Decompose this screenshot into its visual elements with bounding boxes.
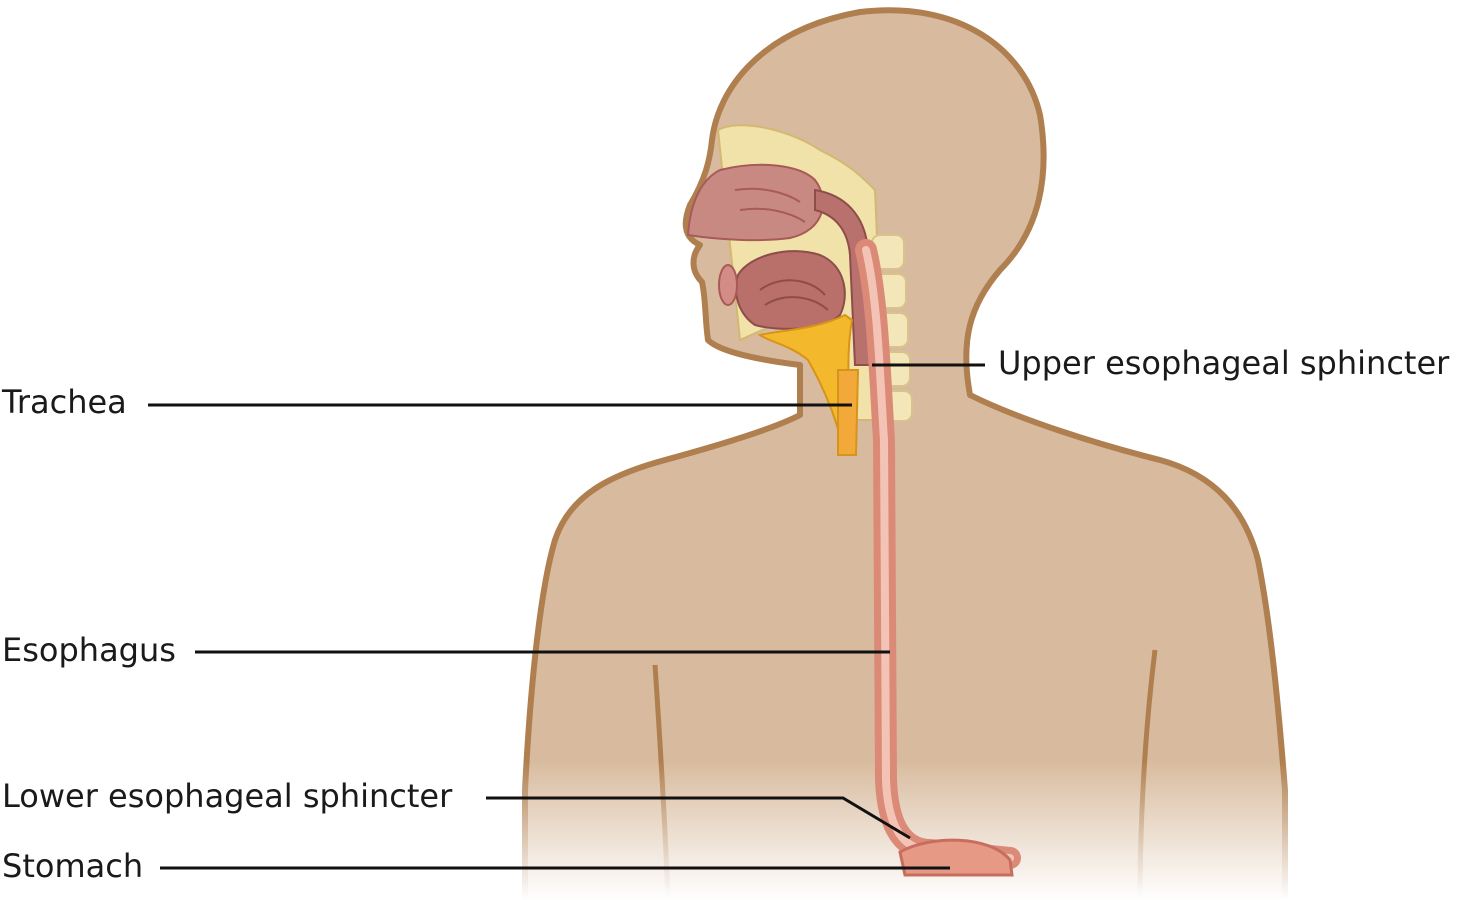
pharynx	[814, 188, 872, 366]
nasal-cavity	[686, 163, 824, 242]
tongue	[735, 250, 846, 330]
lower-sphincter-leader	[486, 796, 911, 840]
label-stomach: Stomach	[2, 847, 143, 885]
lips	[718, 264, 738, 306]
trachea	[837, 369, 860, 456]
esophagus-lumen	[862, 246, 1014, 862]
stomach-shape	[898, 838, 1014, 877]
label-upper-esophageal-sphincter: Upper esophageal sphincter	[998, 344, 1450, 382]
label-trachea: Trachea	[1, 383, 127, 421]
label-esophagus: Esophagus	[2, 631, 176, 669]
label-lower-esophageal-sphincter: Lower esophageal sphincter	[2, 777, 453, 815]
